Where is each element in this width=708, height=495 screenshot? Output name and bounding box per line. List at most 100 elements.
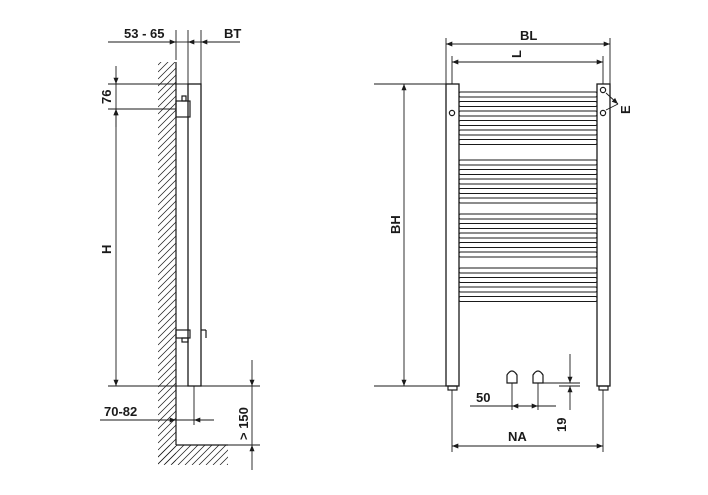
- wall-hatch-line: [158, 361, 176, 381]
- dim-pipe-offset: 70-82: [100, 386, 214, 425]
- radiator-rail: [458, 101, 598, 107]
- wall-hatch-line: [158, 214, 176, 234]
- label-height: H: [99, 245, 114, 254]
- wall-hatch-line: [158, 81, 176, 101]
- right-post: [596, 83, 611, 387]
- wall-hatch-line: [158, 284, 176, 304]
- wall-hatch-line: [158, 242, 176, 262]
- wall-hatch-line: [158, 200, 176, 220]
- floor-hatch-line: [170, 445, 192, 465]
- radiator-rail: [458, 178, 598, 185]
- wall-hatch-line: [158, 62, 176, 80]
- wall-hatch-line: [158, 417, 176, 437]
- wall-hatch-line: [158, 389, 176, 409]
- wall-hatch-line: [158, 102, 176, 122]
- floor-hatch-line: [234, 445, 254, 465]
- wall-hatch-line: [158, 62, 162, 66]
- wall-hatch-line: [158, 403, 176, 423]
- dim-overall-height: BH: [374, 83, 446, 387]
- wall-hatch-line: [158, 116, 176, 136]
- radiator-rail: [458, 213, 598, 220]
- floor-hatch-line: [158, 445, 178, 465]
- wall-hatch-line: [158, 67, 176, 87]
- wall-hatch-line: [158, 312, 176, 332]
- wall-hatch-line: [158, 326, 176, 346]
- label-overall-height: BH: [388, 215, 403, 234]
- radiator-rail: [458, 129, 598, 136]
- wall-hatch-line: [158, 235, 176, 255]
- wall-hatch-line: [158, 172, 176, 192]
- wall-hatch-line: [158, 221, 176, 241]
- label-valve-spacing: 50: [476, 390, 490, 405]
- wall-hatch-line: [158, 95, 176, 115]
- radiator-rail: [458, 197, 598, 204]
- radiator-rail: [458, 188, 598, 194]
- wall-hatch-line: [158, 256, 176, 276]
- wall-hatch-line: [158, 40, 176, 58]
- wall-hatch-line: [158, 368, 176, 388]
- dim-width: BL L: [445, 28, 611, 84]
- wall-hatch-line: [158, 431, 176, 451]
- label-vent: E: [618, 105, 633, 114]
- wall-hatch-line: [158, 298, 176, 318]
- wall-hatch-line: [158, 375, 176, 395]
- radiator-rail: [458, 139, 598, 145]
- wall-hatch-line: [158, 179, 176, 199]
- floor-hatch-line: [212, 449, 228, 465]
- dim-height: 76 H: [99, 66, 188, 387]
- dim-valve-height: 19: [543, 354, 580, 432]
- wall-hatch-line: [158, 123, 176, 143]
- label-pipe-offset: 70-82: [104, 404, 137, 419]
- label-depth: BT: [224, 26, 241, 41]
- dim-floor-clearance: > 150: [201, 360, 260, 470]
- wall-hatch-line: [158, 144, 176, 164]
- wall-hatch-line: [158, 207, 176, 227]
- radiator-rail: [458, 251, 598, 258]
- wall-hatch-line: [158, 305, 176, 325]
- wall-hatch-line: [158, 109, 176, 129]
- label-overall-width: BL: [520, 28, 537, 43]
- wall-hatch-line: [158, 151, 176, 171]
- wall-hatch-line: [158, 193, 176, 213]
- wall-hatch-line: [158, 424, 176, 444]
- radiator-rail: [458, 169, 598, 175]
- wall-hatch-line: [158, 396, 176, 416]
- floor-hatch-line: [205, 445, 227, 465]
- wall-hatch-line: [158, 165, 176, 185]
- wall-hatch-line: [158, 277, 176, 297]
- floor-hatch-line: [177, 445, 199, 465]
- floor-hatch-line: [184, 445, 206, 465]
- dim-valve-spacing: 50: [470, 390, 556, 409]
- radiator-rail: [458, 232, 598, 239]
- radiator-side-profile: [175, 83, 207, 387]
- wall-hatch-line: [158, 158, 176, 178]
- floor-hatch-line: [191, 445, 213, 465]
- wall-hatch-line: [158, 137, 176, 157]
- dim-hub-distance: NA: [451, 390, 604, 452]
- wall-hatch-line: [158, 88, 176, 108]
- radiator-rail: [458, 120, 598, 126]
- dim-wall-distance: 53 - 65 BT: [108, 26, 241, 84]
- wall-hatch-line: [158, 333, 176, 353]
- floor-hatch-line: [226, 463, 228, 465]
- front-view: E BL L BH: [374, 28, 633, 452]
- label-wall-distance: 53 - 65: [124, 26, 164, 41]
- wall-hatch-line: [158, 186, 176, 206]
- floor-hatch-line: [198, 445, 220, 465]
- vent-right-bottom: [599, 109, 607, 117]
- wall-hatch-line: [158, 249, 176, 269]
- wall-hatch-line: [158, 270, 176, 290]
- radiator-rail: [458, 277, 598, 283]
- wall-hatch-line: [158, 467, 176, 485]
- vent-right-top: [599, 86, 607, 94]
- radiator-rail: [458, 286, 598, 293]
- radiator-rails: [458, 91, 598, 302]
- radiator-rail: [458, 159, 598, 166]
- vent-left-top: [448, 109, 456, 117]
- wall-hatch-line: [158, 347, 176, 367]
- floor-hatch-line: [158, 445, 171, 458]
- wall-hatch-line: [158, 354, 176, 374]
- label-hub-distance: NA: [508, 429, 527, 444]
- floor-hatch-line: [163, 445, 185, 465]
